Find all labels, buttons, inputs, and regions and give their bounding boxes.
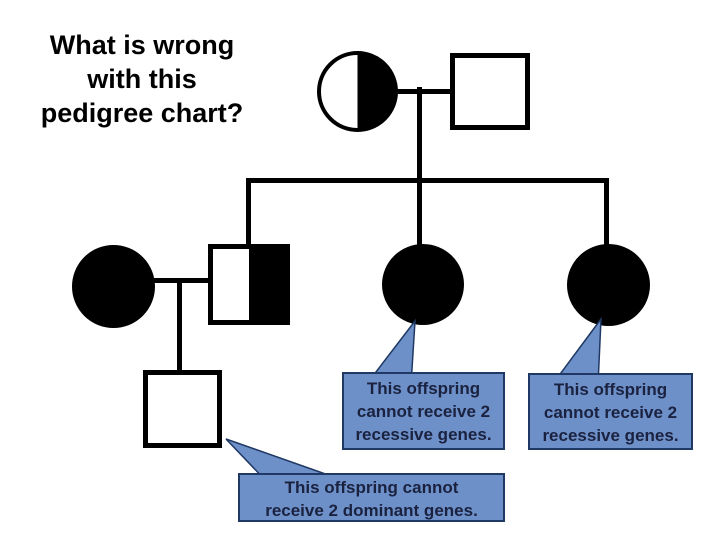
callout-bottom: This offspring cannot receive 2 dominant… xyxy=(238,473,505,522)
gen2-right-female-circle xyxy=(567,244,650,326)
gen1-mother-carrier-circle xyxy=(317,51,398,132)
gen2-left-male-carrier-square xyxy=(208,244,290,325)
gen2-middle-female-circle xyxy=(382,244,464,325)
descent-line-gen2 xyxy=(177,278,182,373)
callout-right: This offspring cannot receive 2 recessiv… xyxy=(528,373,693,450)
title-line: pedigree chart? xyxy=(40,98,244,128)
gen1-father-square xyxy=(450,53,530,130)
gen2-left-female-circle xyxy=(72,245,155,328)
title-line: What is wrong xyxy=(49,30,235,60)
gen3-male-square xyxy=(143,370,222,448)
drop-line-right xyxy=(604,178,609,247)
callout-line: receive 2 dominant genes. xyxy=(265,501,478,520)
sibship-line xyxy=(246,178,609,183)
callout-line: This offspring cannot xyxy=(284,478,459,497)
drop-line-left xyxy=(246,178,251,247)
callout-line: This offspring xyxy=(366,379,481,398)
callout-line: cannot receive 2 xyxy=(356,402,491,421)
callout-line: recessive genes. xyxy=(355,425,492,444)
callout-line: This offspring xyxy=(553,380,668,399)
marriage-line-gen1 xyxy=(394,89,452,94)
descent-line-gen1 xyxy=(417,87,422,247)
callout-line: recessive genes. xyxy=(542,426,679,445)
slide-title: What is wrong with this pedigree chart? xyxy=(28,28,256,130)
title-line: with this xyxy=(87,64,197,94)
callout-middle: This offspring cannot receive 2 recessiv… xyxy=(342,372,505,450)
callout-line: cannot receive 2 xyxy=(543,403,678,422)
